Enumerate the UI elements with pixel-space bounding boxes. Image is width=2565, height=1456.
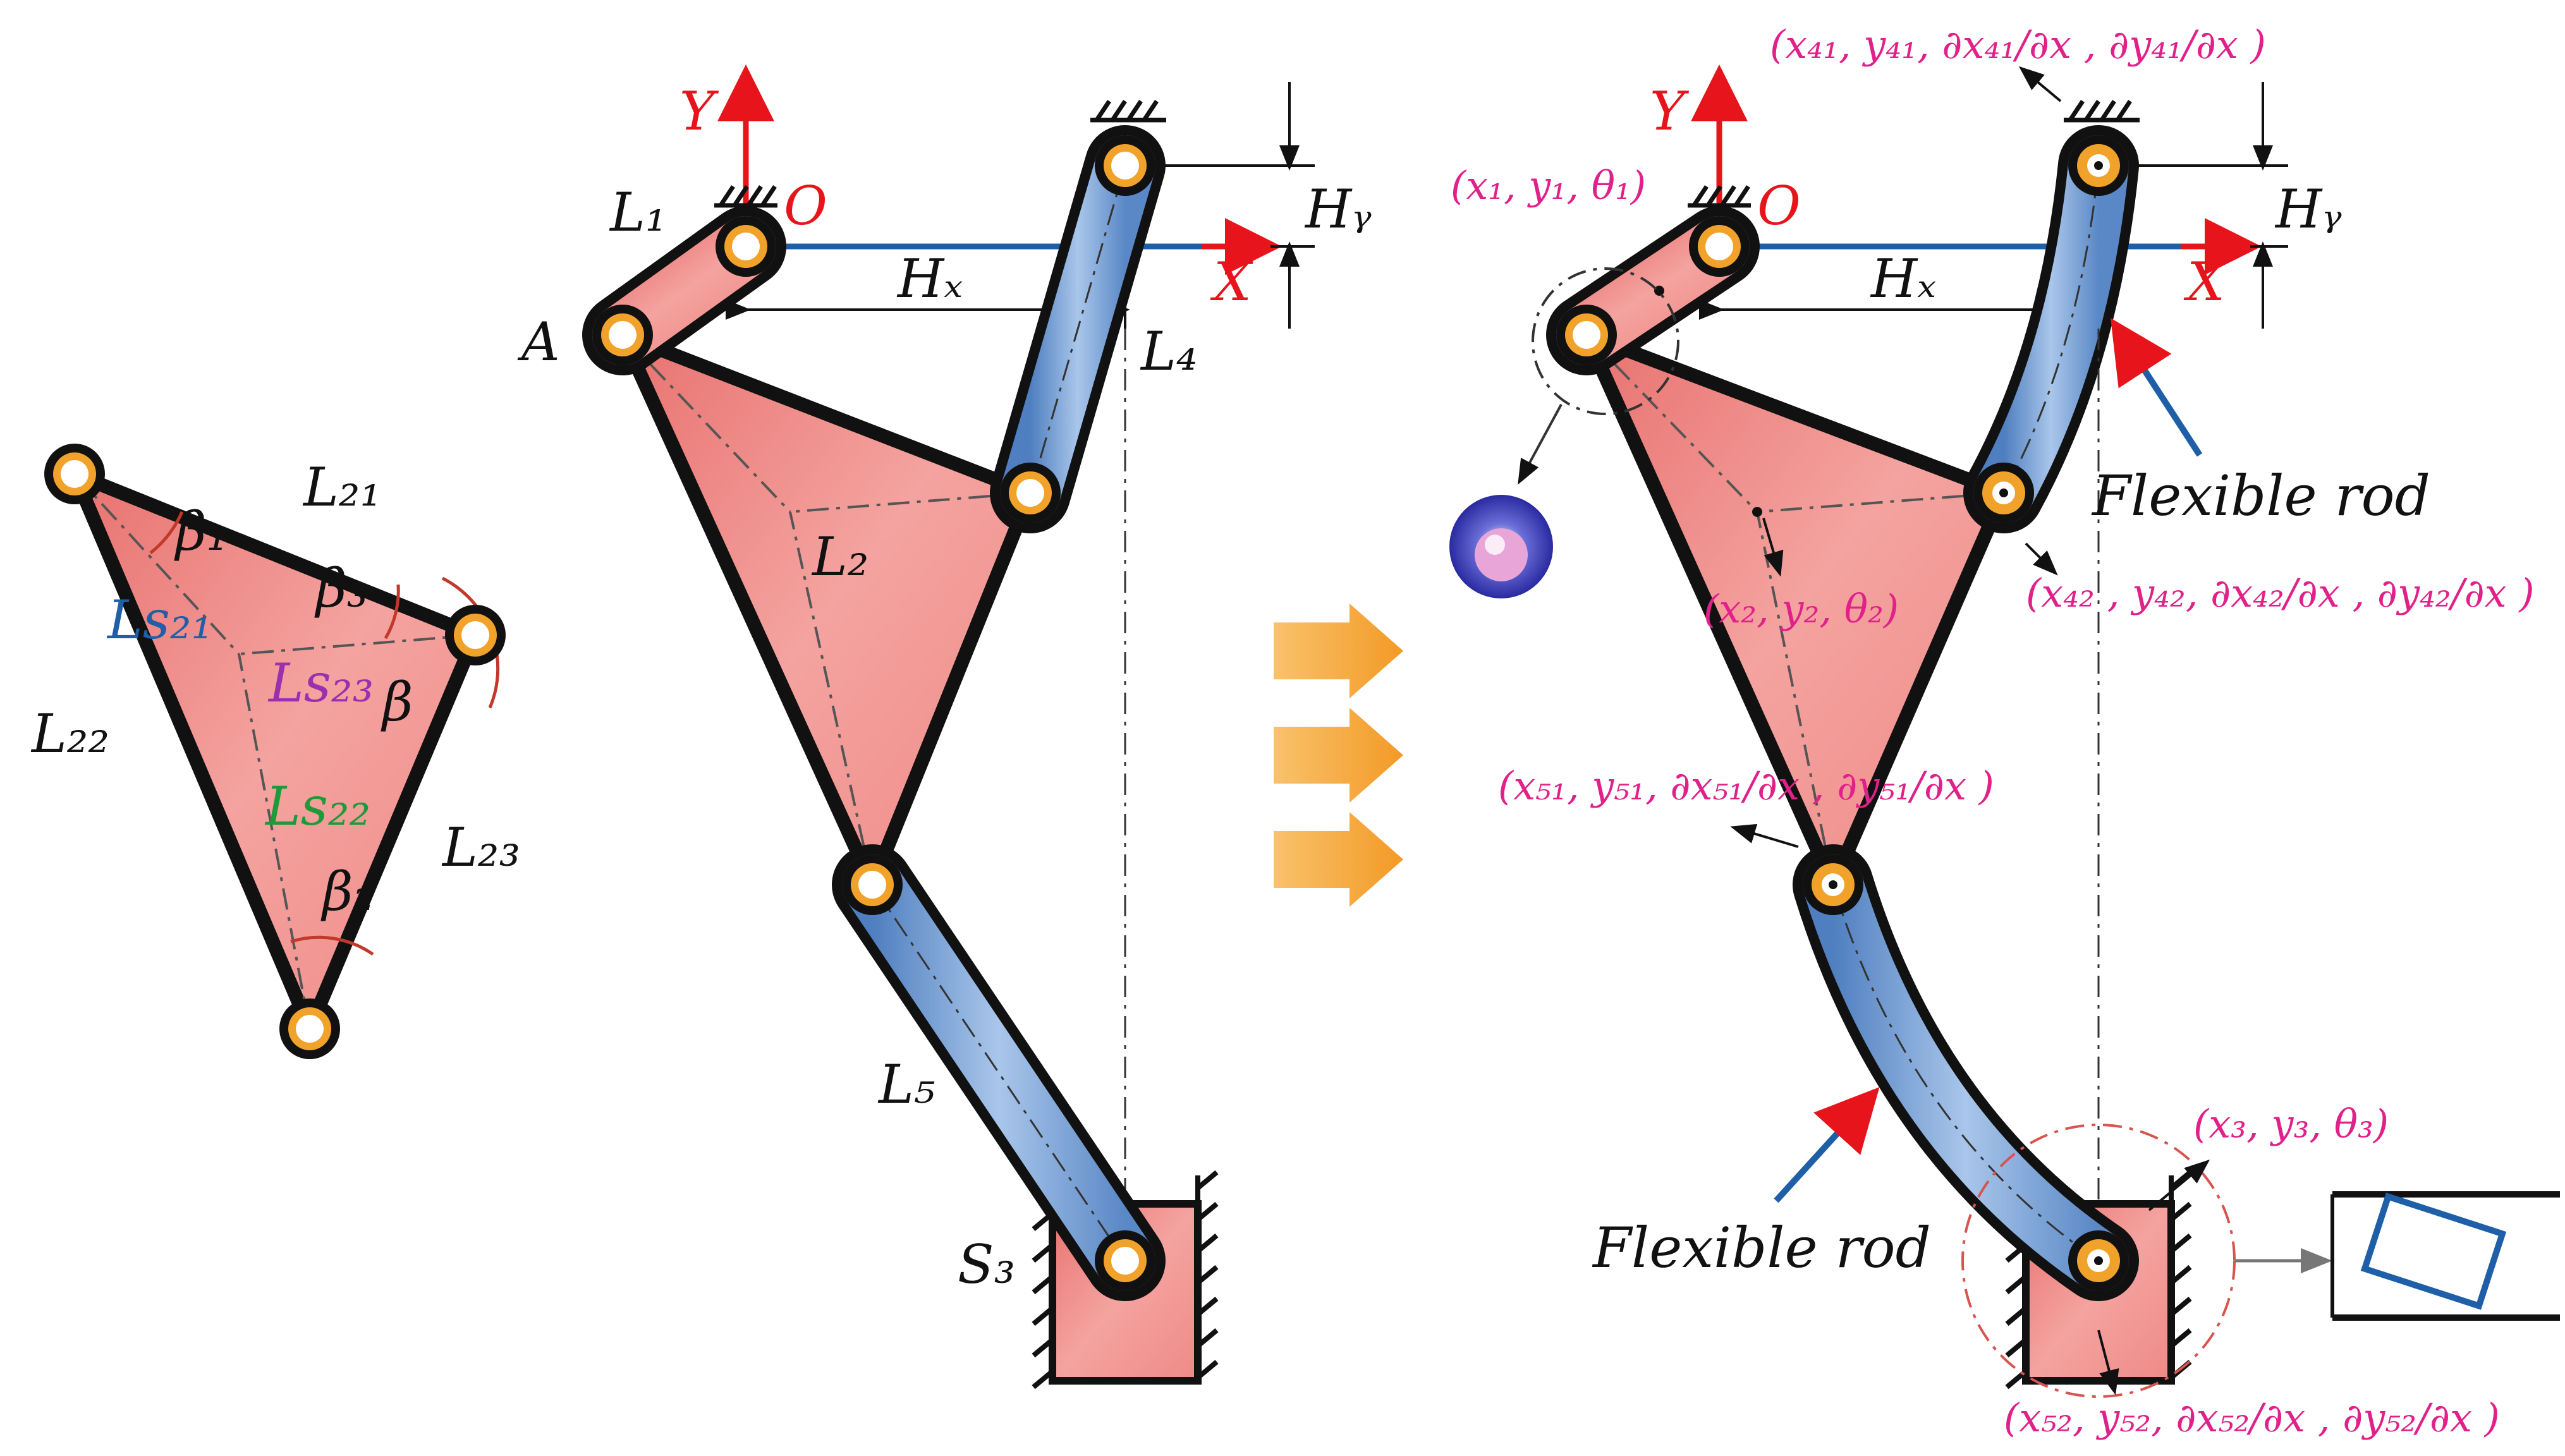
- coupler-link-L2: [1580, 328, 2011, 892]
- label-flexible-rod-top: Flexible rod: [2091, 463, 2430, 528]
- middle-panel-rigid-mechanism: Y X O Hₓ Hᵧ: [517, 64, 1372, 1390]
- joint-pin: [1803, 854, 1863, 915]
- axis-label-X: X: [2183, 251, 2227, 313]
- ground-support: [714, 185, 777, 208]
- right-panel-flexible-mechanism: Y X O Hₓ Hᵧ: [1449, 21, 2560, 1441]
- coupler-link-L2: [616, 328, 1037, 892]
- origin-label-O: O: [1757, 175, 1801, 237]
- bearing-ball-icon: [1449, 495, 1553, 598]
- coord-label-52: (x₅₂, y₅₂, ∂x₅₂/∂x , ∂y₅₂/∂x ): [2004, 1395, 2500, 1441]
- label-L5: L₅: [877, 1053, 935, 1115]
- detail-circle: [1532, 267, 1679, 415]
- coord-label-41: (x₄₁, y₄₁, ∂x₄₁/∂x , ∂y₄₁/∂x ): [1770, 21, 2266, 68]
- mass-center-dot: [1752, 507, 1762, 517]
- ground-support: [1688, 185, 1751, 208]
- joint-pin-O: [716, 216, 776, 277]
- label-Ls22: Ls₂₂: [264, 775, 370, 837]
- left-panel-triangle-link: L₂₁ L₂₂ L₂₃ Ls₂₁ Ls₂₂ Ls₂₃ β₁ β₂ β₃ β: [30, 444, 520, 1059]
- coord-label-3: (x₃, y₃, θ₃): [2193, 1101, 2389, 1147]
- axis-label-Y: Y: [679, 80, 719, 142]
- label-beta: β: [381, 671, 413, 733]
- joint-pin-A: [1556, 305, 1617, 365]
- ground-support: [2064, 100, 2140, 123]
- ground-support: [1090, 100, 1166, 123]
- joint-pin: [445, 605, 506, 665]
- label-beta3: β₃: [314, 557, 368, 619]
- joint-pin: [2068, 135, 2129, 196]
- label-L21: L₂₁: [302, 456, 381, 518]
- origin-label-O: O: [784, 175, 827, 237]
- coord-label-1: (x₁, y₁, θ₁): [1451, 162, 1646, 209]
- joint-pin: [1000, 463, 1061, 523]
- label-Ls21: Ls₂₁: [106, 589, 212, 651]
- joint-pin: [1095, 1230, 1155, 1291]
- label-Hx: Hₓ: [1870, 248, 1936, 310]
- joint-pin-O: [1689, 216, 1750, 277]
- label-L1: L₁: [609, 181, 666, 243]
- transition-arrows: [1274, 604, 1403, 907]
- joint-pin-A: [592, 305, 653, 365]
- label-Ls23: Ls₂₃: [267, 652, 374, 714]
- flexible-rocker-L4: [1973, 135, 2129, 523]
- coord-label-2: (x₂, y₂, θ₂): [1703, 586, 1899, 632]
- coord-label-42: (x₄₂ , y₄₂, ∂x₄₂/∂x , ∂y₄₂/∂x ): [2026, 570, 2535, 616]
- flexible-rod-pointer-top: [2111, 318, 2203, 457]
- label-Hx: Hₓ: [896, 248, 963, 310]
- joint-pin: [842, 854, 903, 915]
- label-beta2: β₂: [320, 861, 374, 923]
- label-beta1: β₁: [174, 500, 228, 562]
- arrow-icon: [1274, 604, 1403, 698]
- label-L23: L₂₃: [441, 816, 520, 878]
- label-L4: L₄: [1140, 320, 1197, 382]
- label-Hy: Hᵧ: [1304, 178, 1372, 240]
- joint-pin: [44, 444, 105, 504]
- slider-detail-inset: [2330, 1191, 2560, 1321]
- slider-guide-right: [1195, 1170, 1219, 1381]
- joint-pin: [1973, 463, 2034, 523]
- label-Hy: Hᵧ: [2274, 178, 2342, 240]
- label-flexible-rod-bottom: Flexible rod: [1592, 1215, 1931, 1280]
- joint-pin: [2068, 1230, 2129, 1291]
- flexible-rod-pointer-bottom: [1774, 1087, 1880, 1203]
- axis-label-X: X: [1210, 251, 1253, 313]
- label-A: A: [517, 311, 560, 373]
- joint-pin: [1095, 135, 1155, 196]
- arrow-icon: [1274, 708, 1403, 803]
- axis-label-Y: Y: [1650, 80, 1690, 142]
- coord-label-51: (x₅₁, y₅₁, ∂x₅₁/∂x , ∂y₅₁/∂x ): [1498, 763, 1994, 809]
- arrow-icon: [1274, 812, 1403, 907]
- label-L22: L₂₂: [30, 703, 109, 765]
- joint-pin: [279, 998, 340, 1059]
- label-S3: S₃: [958, 1234, 1015, 1295]
- label-L2: L₂: [811, 526, 868, 588]
